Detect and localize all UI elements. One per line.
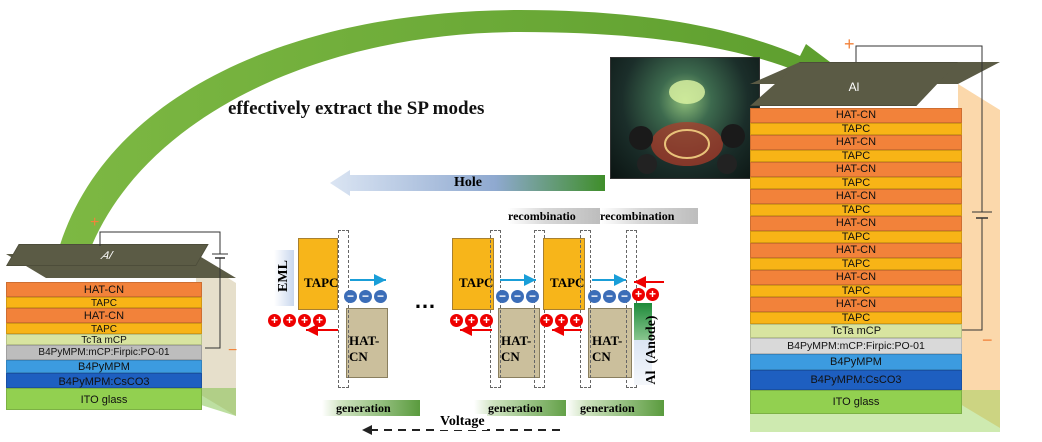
hole-label: Hole — [454, 175, 482, 190]
hole-7: + — [480, 314, 493, 327]
left-layer-tapc-1: TAPC — [6, 297, 202, 309]
left-layer-tcta: TcTa mCP — [6, 334, 202, 346]
right-layer-tapc: TAPC — [750, 177, 962, 189]
right-layer-tapc: TAPC — [750, 285, 962, 297]
left-layer-b4pympm: B4PyMPM — [6, 360, 202, 373]
hatcn-block-2: HAT-CN — [498, 308, 540, 378]
hole-12: + — [646, 288, 659, 301]
right-layer-hatcn: HAT-CN — [750, 297, 962, 312]
right-plus-sign: + — [844, 34, 855, 54]
electron-4: − — [496, 290, 509, 303]
generation-label-2: generation — [474, 400, 572, 416]
electron-3: − — [374, 290, 387, 303]
dash-box-2 — [490, 230, 501, 388]
hole-11: + — [632, 288, 645, 301]
electron-8: − — [603, 290, 616, 303]
ellipsis: … — [414, 288, 436, 313]
electron-1: − — [344, 290, 357, 303]
right-layer-tcta: TcTa mCP — [750, 324, 962, 338]
generation-label-3: generation — [566, 400, 664, 416]
right-layer-hatcn: HAT-CN — [750, 162, 962, 177]
right-layer-hatcn: HAT-CN — [750, 270, 962, 285]
right-layer-tapc: TAPC — [750, 231, 962, 243]
eml-label-box: EML — [274, 250, 294, 306]
hole-9: + — [555, 314, 568, 327]
electron-5: − — [511, 290, 524, 303]
hole-10: + — [570, 314, 583, 327]
hatcn-block-3: HAT-CN — [588, 308, 632, 378]
electron-7: − — [588, 290, 601, 303]
hole-arrow: Hole — [330, 170, 605, 196]
right-layer-csco3: B4PyMPM:CsCO3 — [750, 370, 962, 390]
electron-2: − — [359, 290, 372, 303]
hole-4: + — [313, 314, 326, 327]
electron-9: − — [618, 290, 631, 303]
recombination-label-1: recombinatio — [508, 208, 600, 224]
recombination-label-2: recombination — [600, 208, 698, 224]
left-layer-hatcn-2: HAT-CN — [6, 308, 202, 323]
right-layer-b4pympm: B4PyMPM — [750, 354, 962, 370]
right-minus-sign: − — [982, 330, 993, 350]
voltage-label: Voltage — [438, 414, 487, 430]
right-layer-eml: B4PyMPM:mCP:Firpic:PO-01 — [750, 338, 962, 354]
left-plus-sign: + — [90, 214, 100, 231]
left-device: Al HAT-CN TAPC HAT-CN TAPC TcTa mCP B4Py… — [0, 214, 260, 438]
right-battery-icon — [855, 45, 992, 331]
right-layer-hatcn: HAT-CN — [750, 108, 962, 123]
right-layer-ito: ITO glass — [750, 390, 962, 414]
left-layer-tapc-2: TAPC — [6, 323, 202, 335]
right-layer-hatcn: HAT-CN — [750, 135, 962, 150]
right-repeat-stack: HAT-CN TAPC HAT-CN TAPC HAT-CN TAPC HAT-… — [750, 108, 962, 414]
hole-3: + — [298, 314, 311, 327]
hole-2: + — [283, 314, 296, 327]
photo-content — [629, 80, 745, 174]
left-layer-csco3: B4PyMPM:CsCO3 — [6, 373, 202, 388]
right-device: Al HAT-CN TAPC HAT-CN TAPC HAT-CN TAPC H… — [750, 34, 1042, 440]
hole-8: + — [540, 314, 553, 327]
title-text: effectively extract the SP modes — [228, 98, 485, 119]
hole-5: + — [450, 314, 463, 327]
right-layer-hatcn: HAT-CN — [750, 216, 962, 231]
right-layer-hatcn: HAT-CN — [750, 189, 962, 204]
left-layer-hatcn-1: HAT-CN — [6, 282, 202, 297]
left-layer-eml: B4PyMPM:mCP:Firpic:PO-01 — [6, 345, 202, 360]
right-layer-tapc: TAPC — [750, 150, 962, 162]
tapc-block-2: TAPC — [452, 238, 494, 310]
dash-box-4 — [580, 230, 591, 388]
hatcn-block-1: HAT-CN — [346, 308, 388, 378]
tapc-block-1: TAPC — [298, 238, 338, 310]
right-layer-tapc: TAPC — [750, 258, 962, 270]
electron-6: − — [526, 290, 539, 303]
right-layer-tapc: TAPC — [750, 204, 962, 216]
right-layer-hatcn: HAT-CN — [750, 243, 962, 258]
tapc-block-3: TAPC — [543, 238, 585, 310]
right-layer-tapc: TAPC — [750, 312, 962, 324]
battery-icon — [99, 231, 228, 349]
photo-icon — [610, 57, 760, 179]
generation-label-1: generation — [322, 400, 420, 416]
dash-box-1 — [338, 230, 349, 388]
hole-1: + — [268, 314, 281, 327]
left-minus-sign: − — [228, 342, 238, 359]
right-layer-tapc: TAPC — [750, 123, 962, 135]
left-layer-ito: ITO glass — [6, 388, 202, 410]
hole-6: + — [465, 314, 478, 327]
anode-bar-lower — [634, 340, 652, 385]
